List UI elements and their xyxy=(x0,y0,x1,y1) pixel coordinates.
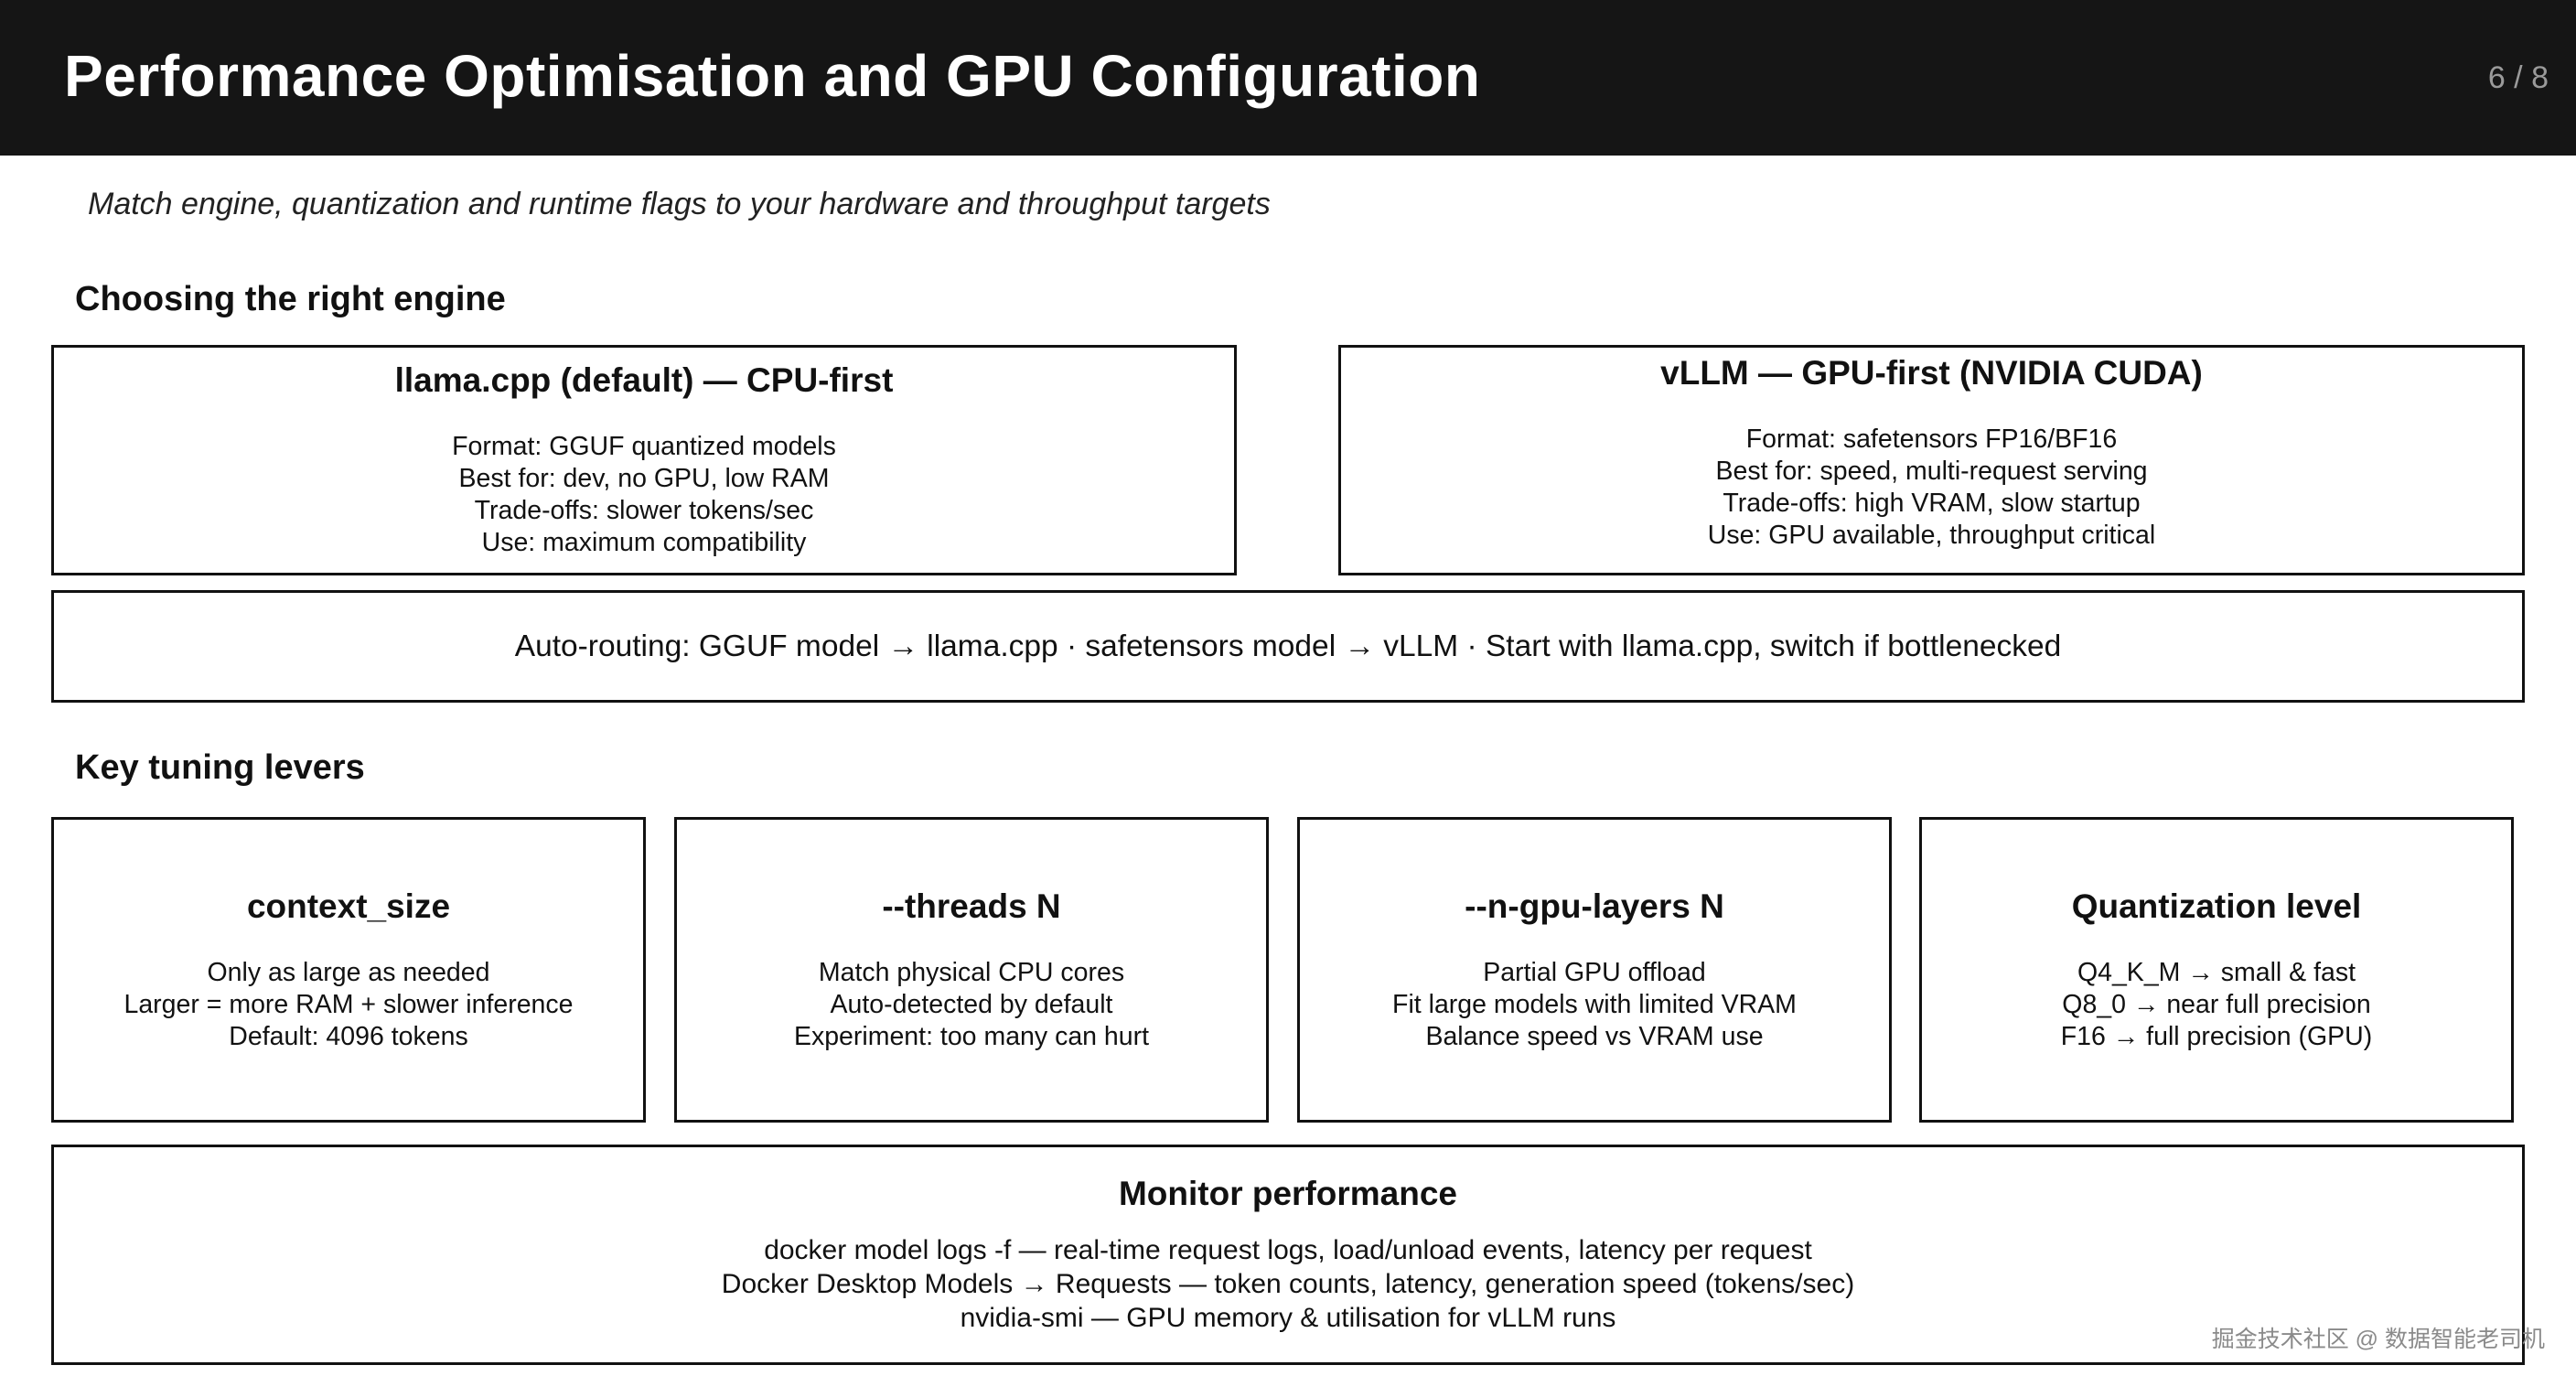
auto-routing-banner: Auto-routing: GGUF model → llama.cpp · s… xyxy=(51,590,2525,703)
engine-detail-line: Format: GGUF quantized models xyxy=(452,432,836,461)
engine-detail-line: Use: maximum compatibility xyxy=(481,528,807,557)
lever-card-threads: --threads N Match physical CPU cores Aut… xyxy=(674,817,1269,1123)
page-number: 6 / 8 xyxy=(2487,60,2549,95)
slide-subtitle: Match engine, quantization and runtime f… xyxy=(88,187,1271,221)
lever-card-title: --threads N xyxy=(882,887,1061,925)
engine-detail-line: Use: GPU available, throughput critical xyxy=(1707,521,2156,550)
lever-card-details: Match physical CPU cores Auto-detected b… xyxy=(794,957,1149,1053)
engine-card-title: llama.cpp (default) — CPU-first xyxy=(394,361,894,399)
lever-detail-line: Balance speed vs VRAM use xyxy=(1425,1021,1764,1051)
engine-card-details: Format: safetensors FP16/BF16 Best for: … xyxy=(1708,424,2155,552)
engine-section-heading: Choosing the right engine xyxy=(75,280,506,318)
lever-detail-line: Match physical CPU cores xyxy=(818,957,1125,987)
lever-detail-line: Experiment: too many can hurt xyxy=(793,1021,1150,1051)
engine-detail-line: Trade-offs: slower tokens/sec xyxy=(474,496,814,525)
lever-detail-line: Larger = more RAM + slower inference xyxy=(123,989,574,1019)
levers-section-heading: Key tuning levers xyxy=(75,748,365,787)
monitor-detail-line: Docker Desktop Models → Requests — token… xyxy=(721,1269,1855,1299)
auto-routing-text: Auto-routing: GGUF model → llama.cpp · s… xyxy=(514,629,2062,663)
lever-detail-line: Partial GPU offload xyxy=(1483,957,1706,987)
lever-card-details: Only as large as needed Larger = more RA… xyxy=(123,957,573,1053)
lever-detail-line: Auto-detected by default xyxy=(830,989,1113,1019)
lever-detail-line: Q8_0 → near full precision xyxy=(2062,989,2371,1019)
lever-card-title: context_size xyxy=(246,887,451,925)
engine-card-details: Format: GGUF quantized models Best for: … xyxy=(452,431,836,559)
slide-header: Performance Optimisation and GPU Configu… xyxy=(0,0,2576,156)
lever-card-n-gpu-layers: --n-gpu-layers N Partial GPU offload Fit… xyxy=(1297,817,1892,1123)
lever-card-title: --n-gpu-layers N xyxy=(1465,887,1724,925)
engine-detail-line: Best for: dev, no GPU, low RAM xyxy=(458,464,830,493)
lever-card-title: Quantization level xyxy=(2071,887,2362,925)
lever-card-context-size: context_size Only as large as needed Lar… xyxy=(51,817,646,1123)
engine-detail-line: Trade-offs: high VRAM, slow startup xyxy=(1723,489,2141,518)
monitor-details: docker model logs -f — real-time request… xyxy=(722,1233,1854,1335)
engine-detail-line: Format: safetensors FP16/BF16 xyxy=(1745,425,2118,454)
lever-detail-line: Only as large as needed xyxy=(207,957,490,987)
lever-card-details: Q4_K_M → small & fast Q8_0 → near full p… xyxy=(2061,957,2373,1053)
lever-card-details: Partial GPU offload Fit large models wit… xyxy=(1392,957,1797,1053)
lever-detail-line: Fit large models with limited VRAM xyxy=(1392,989,1797,1019)
lever-detail-line: F16 → full precision (GPU) xyxy=(2060,1021,2373,1051)
lever-detail-line: Default: 4096 tokens xyxy=(229,1021,468,1051)
slide-title: Performance Optimisation and GPU Configu… xyxy=(64,43,1481,109)
engine-card-title: vLLM — GPU-first (NVIDIA CUDA) xyxy=(1660,354,2203,392)
monitor-detail-line: nvidia-smi — GPU memory & utilisation fo… xyxy=(960,1303,1616,1333)
engine-card-vllm: vLLM — GPU-first (NVIDIA CUDA) Format: s… xyxy=(1338,345,2525,575)
monitor-performance-card: Monitor performance docker model logs -f… xyxy=(51,1145,2525,1365)
monitor-detail-line: docker model logs -f — real-time request… xyxy=(764,1235,1812,1265)
engine-detail-line: Best for: speed, multi-request serving xyxy=(1715,457,2148,486)
engine-card-llama-cpp: llama.cpp (default) — CPU-first Format: … xyxy=(51,345,1237,575)
lever-detail-line: Q4_K_M → small & fast xyxy=(2077,957,2356,987)
monitor-title: Monitor performance xyxy=(1118,1175,1458,1212)
lever-card-quantization-level: Quantization level Q4_K_M → small & fast… xyxy=(1919,817,2514,1123)
watermark: 掘金技术社区 @ 数据智能老司机 xyxy=(2211,1327,2545,1352)
